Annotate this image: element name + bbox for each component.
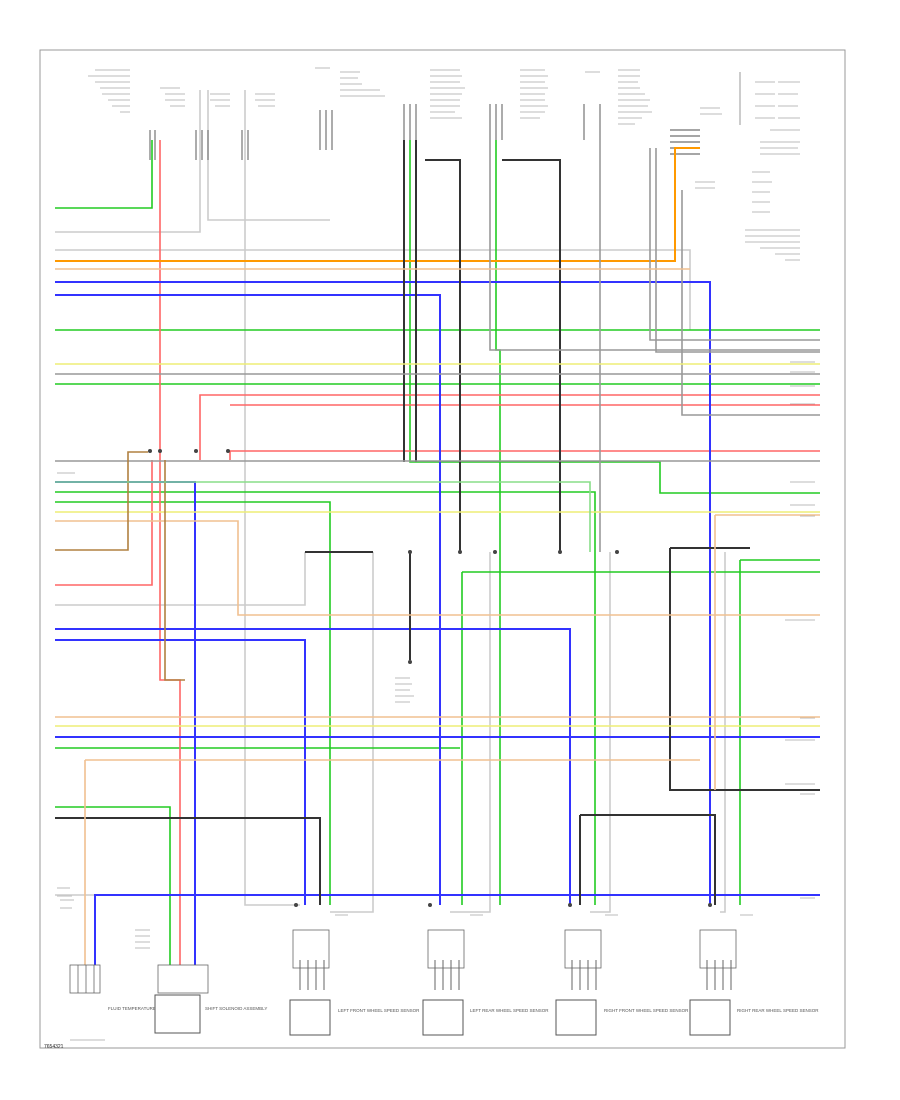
- sensor-label-4: RIGHT FRONT WHEEL SPEED SENSOR: [604, 1008, 689, 1013]
- sensor-rf-wheel-speed: RIGHT FRONT WHEEL SPEED SENSOR: [555, 929, 689, 1036]
- sensor-lr-wheel-speed: LEFT REAR WHEEL SPEED SENSOR: [422, 929, 549, 1036]
- sensor-fluid-temperature: FLUID TEMPERATURE SENSOR: [69, 964, 177, 1011]
- yellow-wires: [55, 363, 820, 727]
- sensor-label-3: LEFT REAR WHEEL SPEED SENSOR: [470, 1008, 549, 1013]
- top-label-blocks: [88, 67, 800, 261]
- lightgreen-wires: [55, 481, 591, 552]
- dark-gray-wires: [55, 140, 820, 552]
- brown-wires: [55, 451, 185, 681]
- junction-dots: [148, 449, 712, 907]
- sensor-label-1: SHIFT SOLENOID ASSEMBLY: [205, 1006, 267, 1011]
- sensor-shift-solenoid: SHIFT SOLENOID ASSEMBLY: [154, 964, 267, 1034]
- footer-code: 7654321: [44, 1044, 64, 1050]
- tan-wires: [55, 268, 820, 965]
- sensor-label-5: RIGHT REAR WHEEL SPEED SENSOR: [737, 1008, 819, 1013]
- sensor-lf-wheel-speed: LEFT FRONT WHEEL SPEED SENSOR: [289, 929, 420, 1036]
- sensor-rr-wheel-speed: RIGHT REAR WHEEL SPEED SENSOR: [689, 929, 819, 1036]
- center-splice-label: [395, 677, 414, 703]
- diagram-frame: [39, 49, 846, 1049]
- green-wires: [55, 140, 820, 965]
- top-connector-stubs: [149, 104, 700, 160]
- gray-wires: [55, 90, 820, 913]
- sensor-label-2: LEFT FRONT WHEEL SPEED SENSOR: [338, 1008, 420, 1013]
- orange-wires: [55, 147, 700, 262]
- sensor-label-0: FLUID TEMPERATURE SENSOR: [108, 1006, 177, 1011]
- left-wire-codes: [57, 207, 85, 897]
- black-wires: [55, 140, 820, 905]
- sensor-pin-labels: [60, 899, 753, 1041]
